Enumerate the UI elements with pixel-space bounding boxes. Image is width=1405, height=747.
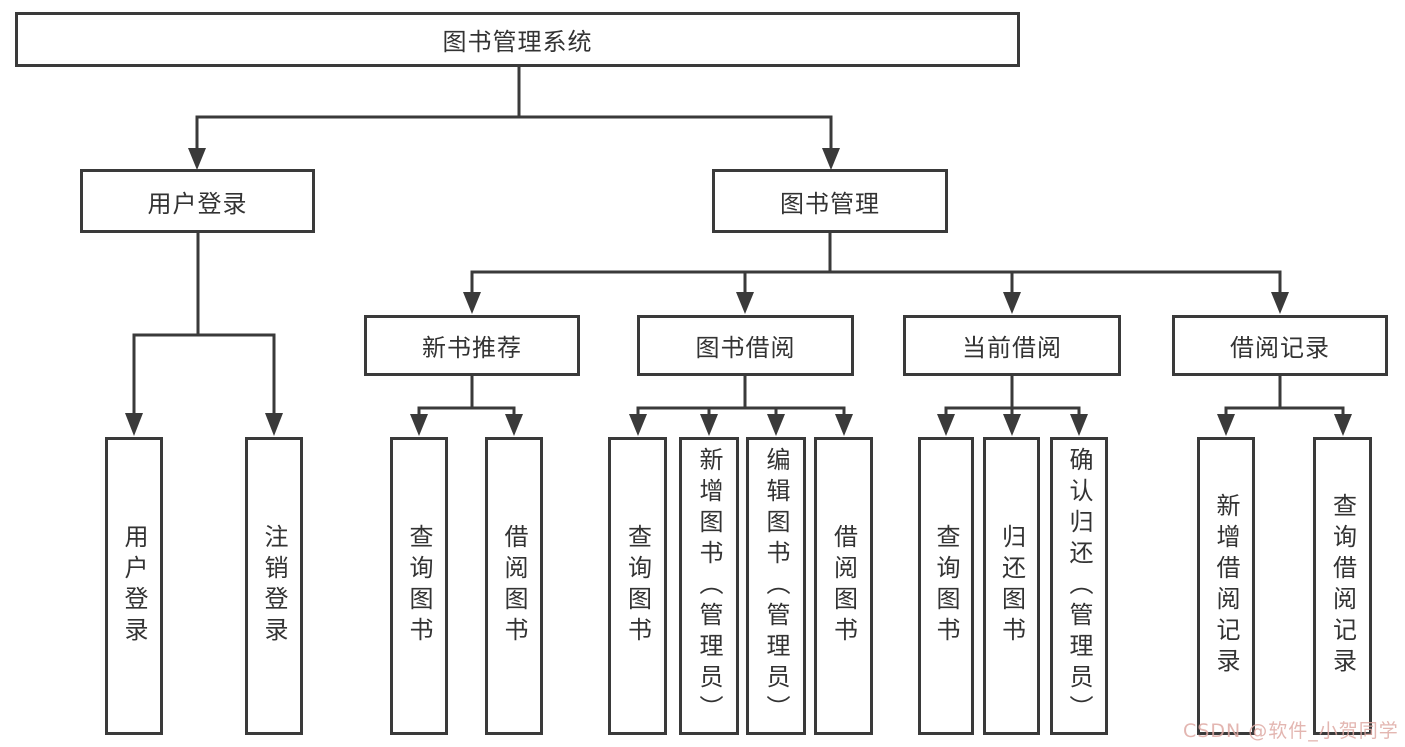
node-current-borrowing: 当前借阅 [903, 315, 1121, 376]
leaf-add-book-admin-label: 新增图书（管理员） [695, 446, 723, 726]
leaf-query-books-current-label: 查询图书 [932, 524, 960, 648]
leaf-add-borrow-record: 新增借阅记录 [1197, 437, 1255, 735]
leaf-user-login: 用户登录 [105, 437, 163, 735]
leaf-return-books: 归还图书 [983, 437, 1040, 735]
leaf-query-books-current: 查询图书 [918, 437, 974, 735]
leaf-query-books-borrow: 查询图书 [608, 437, 667, 735]
node-book-management-label: 图书管理 [780, 189, 880, 218]
node-borrowing-records: 借阅记录 [1172, 315, 1388, 376]
leaf-query-books-recommend-label: 查询图书 [405, 524, 433, 648]
leaf-borrow-books-recommend: 借阅图书 [485, 437, 543, 735]
node-book-borrowing: 图书借阅 [637, 315, 854, 376]
leaf-query-books-borrow-label: 查询图书 [623, 524, 652, 648]
leaf-query-books-recommend: 查询图书 [390, 437, 448, 735]
leaf-query-borrow-record-label: 查询借阅记录 [1328, 493, 1357, 679]
leaf-edit-book-admin-label: 编辑图书（管理员） [762, 446, 790, 726]
arrowheads [125, 148, 1352, 436]
leaf-logout-label: 注销登录 [260, 524, 288, 648]
leaf-add-book-admin: 新增图书（管理员） [679, 437, 739, 735]
leaf-borrow-books-label: 借阅图书 [829, 524, 858, 648]
node-book-borrowing-label: 图书借阅 [695, 334, 796, 362]
node-current-borrowing-label: 当前借阅 [962, 334, 1062, 362]
leaf-borrow-books-recommend-label: 借阅图书 [500, 524, 528, 648]
leaf-borrow-books: 借阅图书 [814, 437, 873, 735]
leaf-edit-book-admin: 编辑图书（管理员） [746, 437, 806, 735]
node-borrowing-records-label: 借阅记录 [1230, 334, 1330, 362]
leaf-query-borrow-record: 查询借阅记录 [1313, 437, 1372, 735]
node-new-book-recommend: 新书推荐 [364, 315, 580, 376]
node-user-login: 用户登录 [80, 169, 315, 233]
leaf-add-borrow-record-label: 新增借阅记录 [1212, 493, 1240, 679]
leaf-confirm-return-admin: 确认归还（管理员） [1050, 437, 1108, 735]
watermark: CSDN @软件_小贺同学 [1183, 720, 1399, 742]
node-book-management: 图书管理 [712, 169, 948, 233]
leaf-return-books-label: 归还图书 [997, 524, 1026, 648]
connector-stems [132, 67, 1345, 416]
leaf-confirm-return-admin-label: 确认归还（管理员） [1065, 446, 1093, 726]
leaf-user-login-label: 用户登录 [120, 524, 148, 648]
node-library-management-system-label: 图书管理系统 [442, 28, 593, 56]
node-user-login-label: 用户登录 [147, 189, 248, 218]
leaf-logout: 注销登录 [245, 437, 303, 735]
node-new-book-recommend-label: 新书推荐 [422, 334, 522, 362]
node-library-management-system: 图书管理系统 [15, 12, 1020, 67]
